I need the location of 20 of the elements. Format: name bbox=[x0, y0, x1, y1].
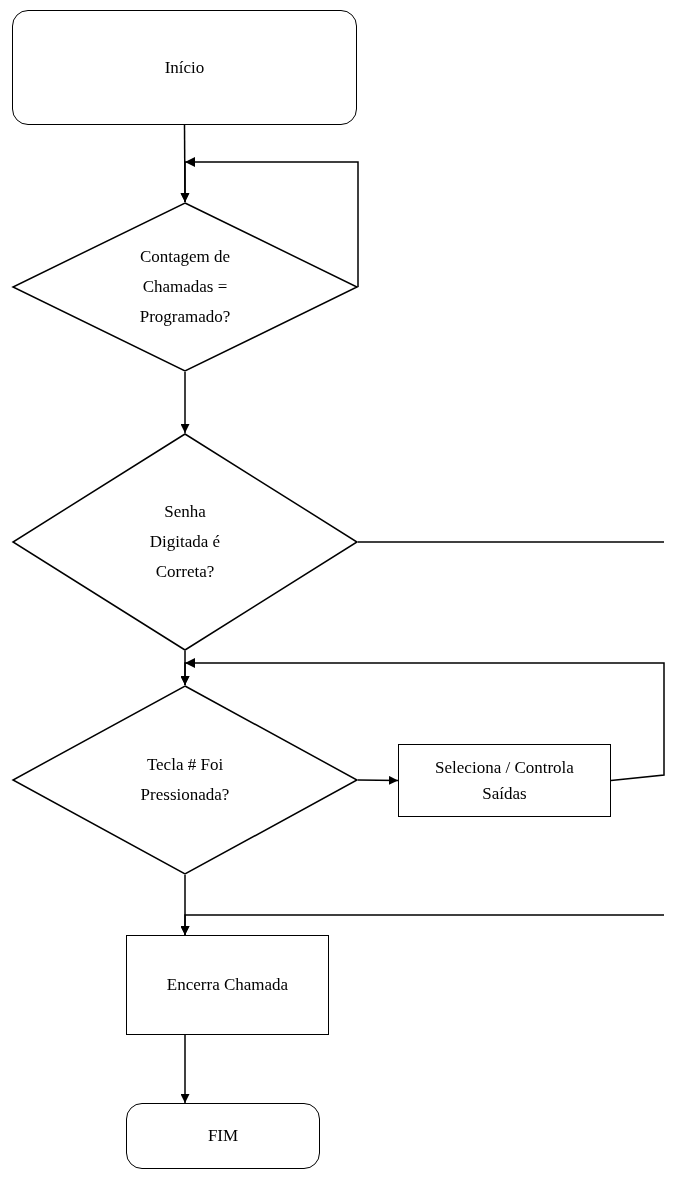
process-box bbox=[126, 935, 329, 1035]
arrow bbox=[357, 775, 399, 785]
process-box bbox=[398, 744, 611, 817]
node-label: FIM bbox=[206, 1125, 240, 1148]
arrow bbox=[180, 874, 190, 936]
arrow bbox=[180, 157, 359, 288]
arrow bbox=[180, 371, 190, 434]
node-label: Contagem de Chamadas = Programado? bbox=[138, 246, 232, 328]
terminal-box bbox=[12, 10, 357, 125]
decision-diamond bbox=[12, 202, 358, 372]
node-label: Encerra Chamada bbox=[165, 974, 290, 997]
arrow bbox=[180, 1034, 190, 1104]
terminal-box bbox=[126, 1103, 320, 1169]
arrow bbox=[180, 658, 665, 782]
node-label: Início bbox=[163, 56, 206, 79]
decision-diamond bbox=[12, 685, 358, 875]
decision-diamond bbox=[12, 433, 358, 651]
node-label: Senha Digitada é Correta? bbox=[148, 501, 222, 583]
node-label: Tecla # Foi Pressionada? bbox=[139, 754, 231, 806]
node-label: Seleciona / Controla Saídas bbox=[434, 757, 575, 805]
